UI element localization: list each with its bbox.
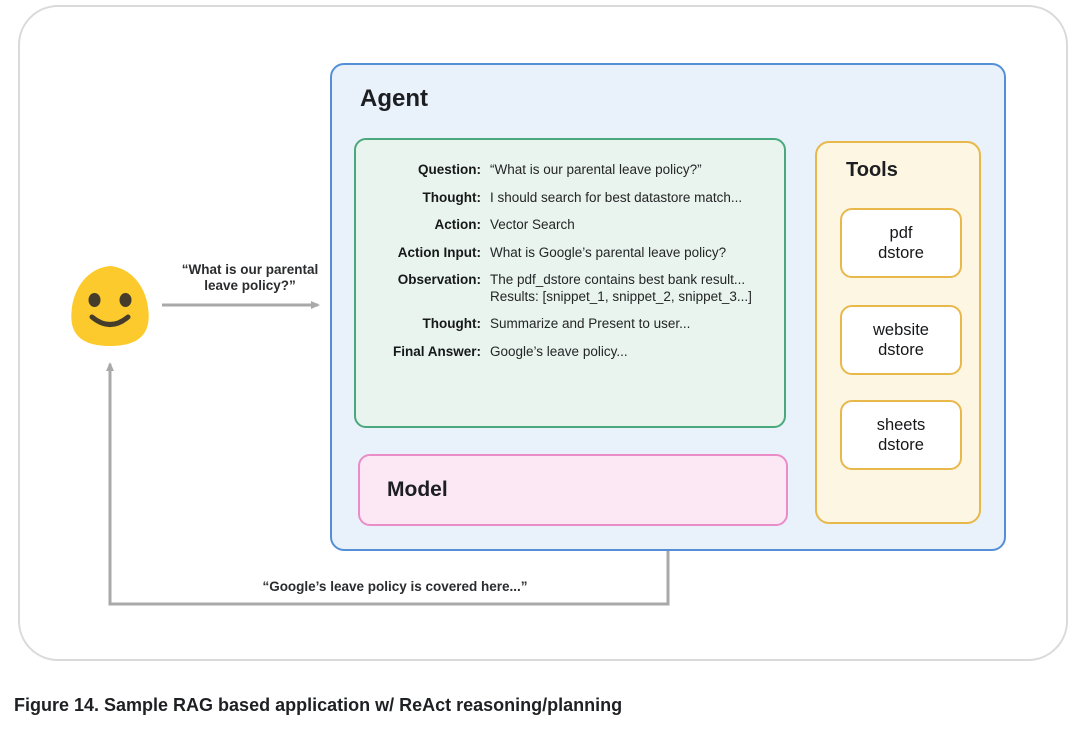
tools-box: Tools pdf dstore website dstore sheets d… xyxy=(815,141,981,524)
user-response-text: “Google’s leave policy is covered here..… xyxy=(262,579,528,594)
tool-card-line1: website xyxy=(873,321,929,339)
tool-card-website-dstore: website dstore xyxy=(840,305,962,375)
react-row-final-answer: Final Answer: Google’s leave policy... xyxy=(356,344,776,361)
react-row-value: Vector Search xyxy=(490,217,575,232)
react-row-action: Action: Vector Search xyxy=(356,217,776,234)
react-row-thought-1: Thought: I should search for best datast… xyxy=(356,190,776,207)
react-row-thought-2: Thought: Summarize and Present to user..… xyxy=(356,316,776,333)
react-row-label: Thought: xyxy=(422,189,481,205)
react-row-observation: Observation: The pdf_dstore contains bes… xyxy=(356,272,776,305)
tool-card-line1: pdf xyxy=(889,224,913,242)
user-request-line2: leave policy?” xyxy=(204,278,296,293)
tool-card-line2: dstore xyxy=(878,436,924,454)
react-row-value: “What is our parental leave policy?” xyxy=(490,162,702,177)
react-row-question: Question: “What is our parental leave po… xyxy=(356,162,776,179)
react-row-value: The pdf_dstore contains best bank result… xyxy=(490,272,776,305)
react-row-action-input: Action Input: What is Google’s parental … xyxy=(356,245,776,262)
tool-card-sheets-dstore: sheets dstore xyxy=(840,400,962,470)
react-row-value: I should search for best datastore match… xyxy=(490,189,743,205)
figure-caption: Figure 14. Sample RAG based application … xyxy=(14,695,623,715)
observation-line1: The pdf_dstore contains best bank result… xyxy=(490,272,746,287)
user-blob-smiley-icon xyxy=(71,266,149,346)
model-box: Model xyxy=(358,454,788,526)
react-row-label: Final Answer: xyxy=(392,343,481,359)
model-label: Model xyxy=(387,478,448,501)
react-row-label: Action: xyxy=(434,217,482,232)
agent-box: Agent Question: “What is our parental le… xyxy=(330,63,1006,551)
react-row-value: Summarize and Present to user... xyxy=(490,316,691,331)
observation-line2: Results: [snippet_1, snippet_2, snippet_… xyxy=(490,288,752,304)
react-row-label: Observation: xyxy=(397,272,481,287)
react-row-label: Question: xyxy=(418,162,481,177)
agent-title: Agent xyxy=(360,85,428,112)
react-row-label: Thought: xyxy=(422,316,481,331)
tool-card-line2: dstore xyxy=(878,341,924,359)
user-request-line1: “What is our parental xyxy=(181,262,319,277)
react-trace-box: Question: “What is our parental leave po… xyxy=(354,138,786,428)
tools-title: Tools xyxy=(846,159,898,181)
user-request-text: “What is our parental leave policy?” xyxy=(160,262,340,294)
tool-card-line1: sheets xyxy=(876,416,926,434)
tool-card-line2: dstore xyxy=(878,244,924,262)
react-row-value: What is Google’s parental leave policy? xyxy=(490,244,727,260)
react-row-label: Action Input: xyxy=(397,244,481,260)
react-row-value: Google’s leave policy... xyxy=(490,343,628,359)
tool-card-pdf-dstore: pdf dstore xyxy=(840,208,962,278)
